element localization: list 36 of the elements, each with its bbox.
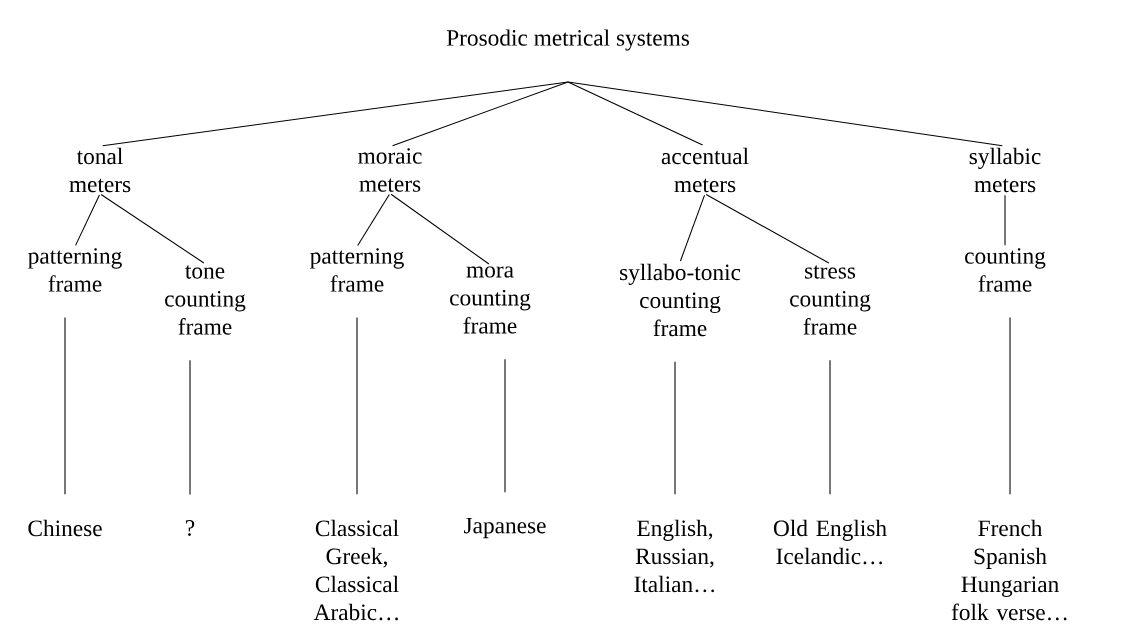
connector-line (504, 358, 506, 493)
connector-line (390, 193, 490, 265)
node-label: counting frame (965, 248, 1046, 292)
node-label: moraic meters (358, 148, 422, 192)
node-label: English, Russian, Italian… (634, 519, 715, 593)
connector-line (64, 316, 66, 495)
node-label: Japanese (464, 517, 546, 539)
node-label: ? (186, 520, 195, 536)
title: Prosodic metrical systems (446, 29, 690, 51)
node-label: Chinese (28, 519, 102, 537)
connector-line (100, 194, 205, 264)
connector-line (567, 81, 704, 146)
node-label: Old English Icelandic… (773, 519, 887, 565)
connector-line (679, 194, 706, 262)
connector-line (705, 193, 830, 264)
connector-line (1009, 316, 1011, 495)
node-label: patterning frame (310, 248, 404, 292)
connector-line (391, 81, 569, 147)
node-label: syllabo-tonic counting frame (620, 263, 741, 337)
node-label: syllabic meters (969, 147, 1041, 193)
connector-line (356, 316, 358, 495)
node-label: tonal meters (69, 147, 131, 193)
node-label: patterning frame (28, 248, 122, 292)
connector-line (1004, 194, 1006, 246)
connector-line (189, 359, 191, 496)
node-label: tone counting frame (165, 265, 246, 335)
node-label: French Spanish Hungarian folk verse… (951, 519, 1067, 621)
connector-line (75, 194, 100, 246)
connector-line (567, 81, 1003, 147)
connector-line (674, 361, 676, 495)
node-label: Classical Greek, Classical Arabic… (313, 519, 399, 621)
node-label: stress counting frame (790, 265, 871, 335)
node-label: accentual meters (661, 147, 749, 193)
connector-line (357, 194, 390, 246)
connector-line (829, 359, 831, 495)
node-label: mora counting frame (450, 266, 531, 334)
